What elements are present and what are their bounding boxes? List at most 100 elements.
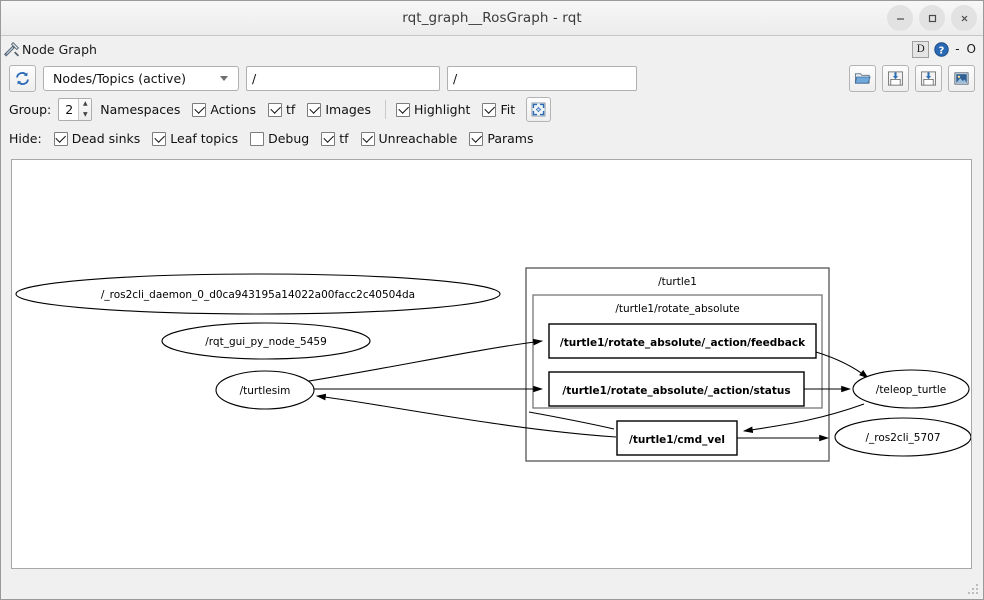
checkbox-leaf-topics-box[interactable]: [152, 131, 167, 146]
checkbox-debug[interactable]: Debug: [250, 131, 309, 146]
graph-edges: [302, 338, 869, 442]
node-turtlesim[interactable]: /turtlesim: [215, 370, 315, 410]
help-circle-icon[interactable]: ?: [934, 41, 949, 57]
cluster-rotate-absolute-label: /turtle1/rotate_absolute: [615, 303, 739, 315]
edge-cmdvel-to-turtlesim: [315, 393, 617, 438]
checkbox-params[interactable]: Params: [469, 131, 533, 146]
node-ros2cli-daemon[interactable]: /_ros2cli_daemon_0_d0ca943195a14022a00fa…: [15, 273, 501, 315]
node-rqt-gui-py[interactable]: /rqt_gui_py_node_5459: [161, 322, 371, 360]
checkbox-fit-box[interactable]: [482, 102, 497, 117]
node-teleop-turtle[interactable]: /teleop_turtle: [852, 369, 970, 409]
dock-minimize-button[interactable]: -: [955, 42, 960, 56]
topic-status[interactable]: /turtle1/rotate_absolute/_action/status: [548, 371, 805, 407]
save-dot-icon: [887, 71, 904, 86]
checkbox-debug-label: Debug: [268, 131, 310, 146]
node-turtlesim-label: /turtlesim: [240, 385, 291, 397]
checkbox-params-label: Params: [487, 131, 534, 146]
node-ros2cli-5707-label: /_ros2cli_5707: [865, 432, 940, 444]
checkbox-highlight-label: Highlight: [414, 102, 471, 117]
maximize-button[interactable]: [919, 5, 945, 31]
dock-config-button[interactable]: D: [912, 40, 930, 58]
save-image-icon: [954, 72, 969, 85]
node-ros2cli-5707[interactable]: /_ros2cli_5707: [834, 417, 971, 457]
node-teleop-turtle-label: /teleop_turtle: [876, 384, 946, 396]
window-title: rqt_graph__RosGraph - rqt: [402, 10, 582, 26]
load-dot-button[interactable]: [849, 65, 876, 92]
checkbox-images-box[interactable]: [307, 102, 322, 117]
toolbar-row-filters: Nodes/Topics (active) / /: [1, 62, 983, 94]
window-controls: [887, 1, 977, 35]
save-image-button[interactable]: [948, 65, 975, 92]
topic-cmd-vel[interactable]: /turtle1/cmd_vel: [616, 420, 738, 456]
checkbox-tf-hide[interactable]: tf: [321, 131, 349, 146]
resize-grip[interactable]: [966, 582, 980, 596]
close-button[interactable]: [951, 5, 977, 31]
dock-float-button[interactable]: O: [966, 42, 976, 56]
checkbox-tf-group-label: tf: [286, 102, 296, 117]
group-stepper[interactable]: ▲ ▼: [78, 99, 92, 120]
topic-cmd-vel-label: /turtle1/cmd_vel: [629, 434, 725, 446]
group-value: 2: [65, 102, 74, 117]
save-svg-button[interactable]: [915, 65, 942, 92]
graph-type-combo[interactable]: Nodes/Topics (active): [43, 65, 239, 91]
dock-title-label: Node Graph: [22, 41, 97, 57]
checkbox-highlight-box[interactable]: [396, 102, 410, 117]
edge-teleop-to-cmdvel: [742, 403, 865, 433]
topic-feedback[interactable]: /turtle1/rotate_absolute/_action/feedbac…: [548, 323, 817, 359]
node-ros2cli-daemon-label: /_ros2cli_daemon_0_d0ca943195a14022a00fa…: [101, 289, 415, 301]
cluster-rotate-absolute[interactable]: /turtle1/rotate_absolute: [532, 294, 823, 409]
checkbox-unreachable-label: Unreachable: [378, 131, 458, 146]
graph-canvas-wrap: /turtle1 /turtle1/rotate_absolute: [1, 152, 983, 599]
checkbox-highlight[interactable]: Highlight: [396, 102, 470, 117]
checkbox-actions[interactable]: Actions: [192, 102, 256, 117]
topic-feedback-label: /turtle1/rotate_absolute/_action/feedbac…: [560, 337, 806, 349]
topic-status-label: /turtle1/rotate_absolute/_action/status: [562, 385, 790, 397]
checkbox-tf-group[interactable]: tf: [268, 102, 295, 117]
group-spinbox[interactable]: 2 ▲ ▼: [58, 98, 93, 121]
title-bar: rqt_graph__RosGraph - rqt: [1, 1, 983, 36]
namespaces-label: Namespaces: [100, 102, 181, 117]
checkbox-unreachable-box[interactable]: [360, 131, 375, 146]
svg-text:?: ?: [939, 45, 945, 56]
checkbox-params-box[interactable]: [469, 131, 484, 146]
dock-title-bar: Node Graph D ? - O: [1, 36, 983, 62]
checkbox-tf-hide-box[interactable]: [321, 131, 336, 146]
minimize-button[interactable]: [887, 5, 913, 31]
stepper-up-icon[interactable]: ▲: [82, 100, 88, 108]
toolbar-row-hide: Hide: Dead sinks Leaf topics Debug tf Un…: [1, 125, 983, 152]
checkbox-actions-label: Actions: [210, 102, 257, 117]
checkbox-debug-box[interactable]: [250, 131, 265, 146]
fit-in-view-button[interactable]: [526, 97, 552, 122]
ros-node-graph[interactable]: /turtle1 /turtle1/rotate_absolute: [12, 160, 972, 568]
cluster-turtle1-label: /turtle1: [658, 276, 697, 288]
checkbox-dead-sinks[interactable]: Dead sinks: [53, 131, 140, 146]
checkbox-unreachable[interactable]: Unreachable: [360, 131, 458, 146]
checkbox-actions-box[interactable]: [192, 102, 207, 117]
node-rqt-gui-py-label: /rqt_gui_py_node_5459: [205, 336, 327, 348]
save-svg-icon: [920, 71, 937, 86]
graph-type-value: Nodes/Topics (active): [53, 70, 187, 86]
toolbar-separator: [385, 100, 386, 119]
cluster-turtle1[interactable]: /turtle1: [525, 267, 830, 462]
save-dot-button[interactable]: [882, 65, 909, 92]
open-folder-icon: [854, 73, 871, 84]
checkbox-fit[interactable]: Fit: [482, 102, 515, 117]
checkbox-leaf-topics[interactable]: Leaf topics: [152, 131, 238, 146]
chevron-down-icon: [220, 75, 228, 81]
checkbox-images[interactable]: Images: [307, 102, 371, 117]
checkbox-tf-group-box[interactable]: [268, 102, 283, 117]
edge-turtlesim-to-feedback: [302, 338, 544, 383]
checkbox-dead-sinks-box[interactable]: [53, 131, 68, 146]
filter-primary-input[interactable]: /: [246, 65, 440, 91]
toolbar-action-buttons: [849, 65, 975, 92]
checkbox-leaf-topics-label: Leaf topics: [170, 131, 239, 146]
edge-feedback-to-teleop: [815, 351, 869, 379]
graph-canvas[interactable]: /turtle1 /turtle1/rotate_absolute: [11, 159, 972, 569]
refresh-button[interactable]: [9, 64, 36, 92]
checkbox-tf-hide-label: tf: [339, 131, 349, 146]
dock-controls: D ? - O: [912, 36, 977, 62]
stepper-down-icon[interactable]: ▼: [82, 110, 88, 118]
filter-secondary-input[interactable]: /: [447, 65, 637, 91]
hide-label: Hide:: [9, 131, 42, 146]
